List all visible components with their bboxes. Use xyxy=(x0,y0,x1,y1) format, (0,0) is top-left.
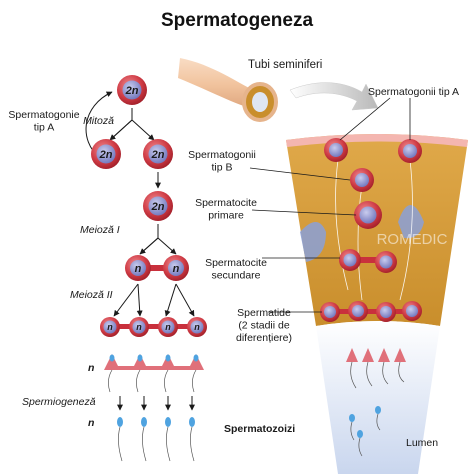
cell-2n-left: 2n xyxy=(91,139,121,169)
cell-n-label: n xyxy=(107,322,113,332)
cell-n-pair: n n xyxy=(125,255,189,281)
cell-n-label: n xyxy=(165,322,171,332)
cell-2n-top: 2n xyxy=(117,75,147,105)
right-cells xyxy=(320,138,422,457)
spermiogeneza-label: Spermiogeneză xyxy=(22,396,96,408)
spermatozoizi-label: Spermatozoizi xyxy=(224,423,295,435)
cell-n-label: n xyxy=(136,322,142,332)
cell-2n-right: 2n xyxy=(143,139,173,169)
spermatid-row: n n n n xyxy=(100,317,207,337)
cell-2n-label: 2n xyxy=(99,149,113,161)
spermatogonium-a-cell xyxy=(324,138,348,162)
label-line: tip A xyxy=(34,122,54,134)
label-line: Spermatogonii xyxy=(188,149,256,161)
n-label-1: n xyxy=(88,362,94,374)
spermatid-chain xyxy=(320,301,422,322)
label-line: diferențiere) xyxy=(236,332,292,344)
spermatogonium-b-cell xyxy=(350,168,374,192)
elongating-spermatid-row xyxy=(104,354,204,393)
meioza1-label: Meioză I xyxy=(80,224,120,236)
spermatozoa-row xyxy=(117,417,195,462)
label-line: Spermatocite xyxy=(205,257,267,269)
label-tubi-seminiferi: Tubi seminiferi xyxy=(248,59,322,71)
label-line: primare xyxy=(208,210,244,222)
n-label-2: n xyxy=(88,417,94,429)
cell-2n-label: 2n xyxy=(125,85,139,97)
cell-2n-primary: 2n xyxy=(143,191,173,221)
watermark-text: ROMEDIC xyxy=(377,231,448,248)
label-line: secundare xyxy=(211,270,260,282)
label-line: (2 stadii de xyxy=(238,320,290,332)
label-line: Spermatocite xyxy=(195,197,257,209)
cell-n-label: n xyxy=(173,263,180,275)
label-spermatogonii-a: Spermatogonii tip A xyxy=(368,86,459,98)
left-process: 2n Mitoză 2n 2n 2n Meioză I n xyxy=(70,75,207,462)
leader-lines-right xyxy=(249,97,411,313)
label-line: tip B xyxy=(211,162,232,174)
lumen-spermatozoa xyxy=(349,406,381,457)
label-line: Spermatide xyxy=(237,307,291,319)
primary-spermatocyte-cell xyxy=(354,201,382,229)
cell-2n-label: 2n xyxy=(151,201,165,213)
mitoza-label: Mitoză xyxy=(83,115,114,127)
label-line: Spermatogonie xyxy=(8,109,79,121)
cell-2n-label: 2n xyxy=(151,149,165,161)
cell-n-label: n xyxy=(135,263,142,275)
label-lumen: Lumen xyxy=(406,437,438,449)
elongating-spermatids xyxy=(346,348,406,389)
spermatogonium-a-cell xyxy=(398,139,422,163)
seminiferous-tubule-illustration: ROMEDIC xyxy=(178,58,468,474)
secondary-spermatocyte-pair xyxy=(339,249,397,273)
cell-n-label: n xyxy=(194,322,200,332)
diagram-title: Spermatogeneza xyxy=(161,10,313,31)
meioza2-label: Meioză II xyxy=(70,289,113,301)
